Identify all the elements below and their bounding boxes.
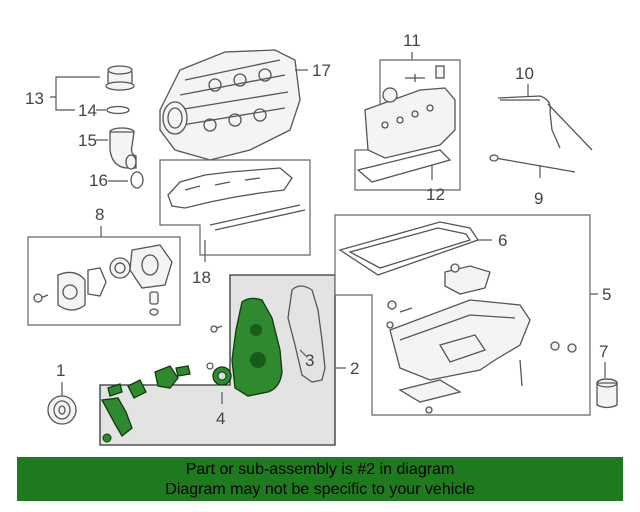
callout-14[interactable]: 14 (78, 101, 97, 120)
intake-manifold (159, 49, 301, 161)
callout-17[interactable]: 17 (312, 61, 331, 80)
wiring-harness[interactable] (100, 397, 133, 437)
banner-line-1: Part or sub-assembly is #2 in diagram (185, 461, 455, 478)
dipstick (494, 157, 576, 173)
callout-12[interactable]: 12 (426, 185, 445, 204)
sensor[interactable] (154, 365, 179, 389)
callout-16[interactable]: 16 (89, 171, 108, 190)
o-ring (130, 171, 144, 189)
callout-2[interactable]: 2 (350, 359, 359, 378)
timing-cover-assembly[interactable] (100, 285, 326, 443)
oil-filler-group: 13 14 15 16 (25, 65, 144, 190)
info-banner: Part or sub-assembly is #2 in diagram Di… (17, 457, 623, 501)
callout-3[interactable]: 3 (305, 351, 314, 370)
oil-filler-cap (105, 65, 135, 91)
intake-gasket-box (159, 159, 311, 256)
o-ring-seal (106, 105, 130, 115)
callout-5[interactable]: 5 (602, 285, 611, 304)
valve-cover-gasket (356, 149, 452, 183)
callout-10[interactable]: 10 (515, 64, 534, 83)
callout-15[interactable]: 15 (78, 131, 97, 150)
box-8-parts (33, 244, 173, 316)
harmonic-balancer (47, 395, 77, 425)
valve-cover (364, 65, 456, 159)
dipstick-tube-lower (547, 103, 593, 151)
intake-gasket (167, 167, 306, 231)
callout-6[interactable]: 6 (498, 231, 507, 250)
timing-cover-gasket[interactable] (287, 285, 326, 383)
callout-8[interactable]: 8 (95, 205, 104, 224)
oil-pan-gasket (338, 221, 480, 276)
callout-1[interactable]: 1 (56, 361, 65, 380)
callout-18[interactable]: 18 (192, 268, 211, 287)
parts-diagram: 13 14 15 16 17 (25, 31, 618, 446)
banner-line-2: Diagram may not be specific to your vehi… (165, 481, 475, 498)
callout-13[interactable]: 13 (25, 89, 44, 108)
oil-pan (386, 263, 577, 414)
callout-11[interactable]: 11 (403, 31, 421, 50)
oil-filter (596, 378, 618, 409)
oil-filler-tube (109, 127, 137, 170)
callout-7[interactable]: 7 (599, 342, 608, 361)
callout-9[interactable]: 9 (534, 189, 543, 208)
timing-cover[interactable] (231, 297, 283, 397)
callout-4[interactable]: 4 (216, 409, 225, 428)
dipstick-tube (497, 95, 561, 149)
